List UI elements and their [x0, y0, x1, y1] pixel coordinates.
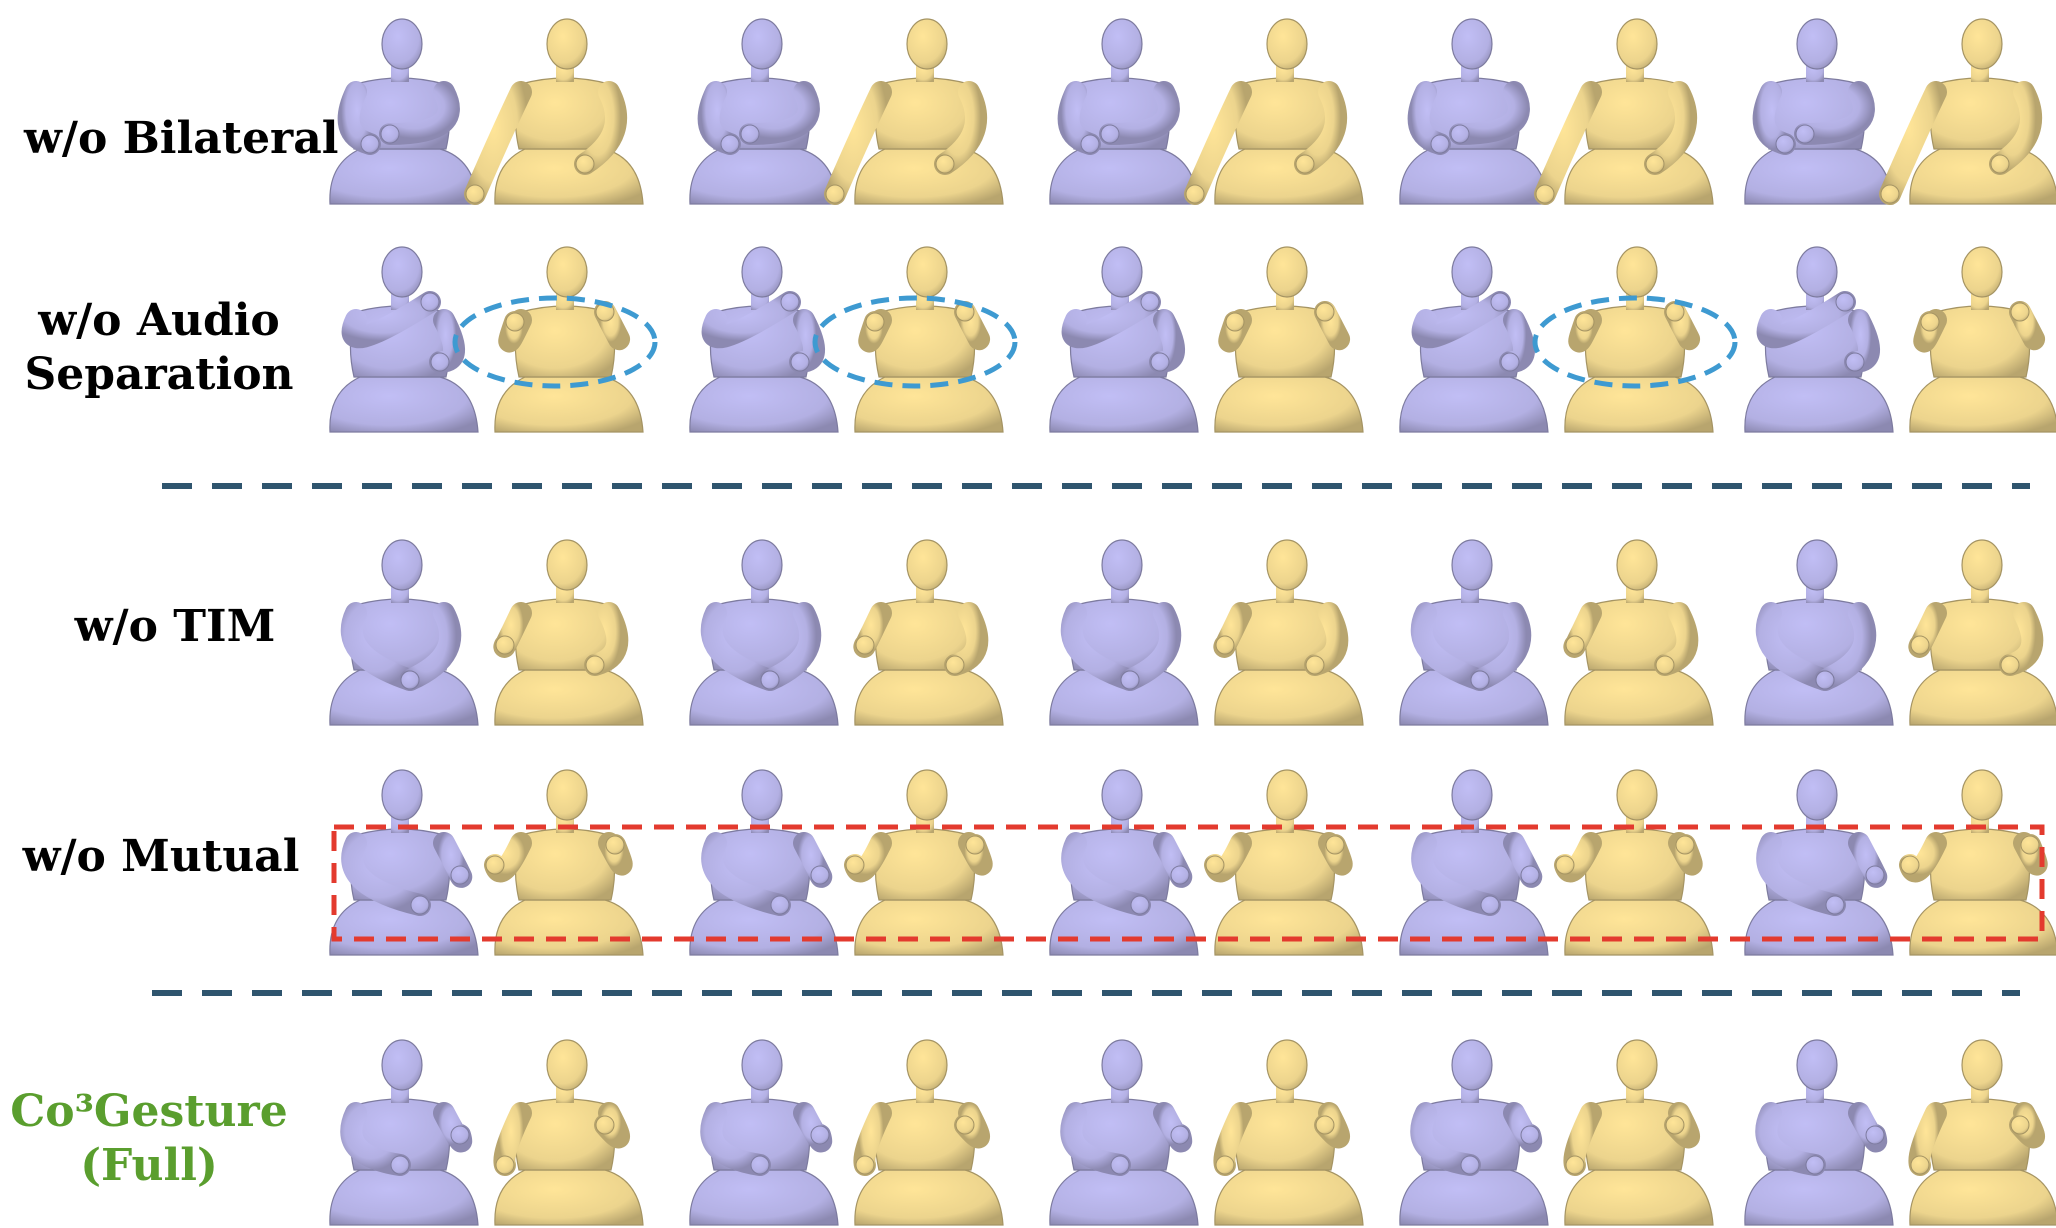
avatar-figure: [464, 18, 644, 205]
avatar-figure: [1049, 539, 1199, 726]
figure-pair: [1399, 246, 1714, 433]
avatar-figure: [484, 769, 644, 956]
figure-pair: [1399, 1039, 1714, 1226]
row-label-line: Co³Gesture: [10, 1086, 288, 1137]
row-label-line: w/o Audio: [38, 295, 280, 346]
figure-pair: [1049, 769, 1364, 956]
avatar-figure: [494, 246, 644, 433]
figure-pair: [689, 769, 1004, 956]
avatar-figure: [1049, 246, 1199, 433]
avatar-figure: [1879, 18, 2056, 205]
avatar-figure: [1049, 1039, 1199, 1226]
row-label-line: Separation: [24, 349, 294, 400]
avatar-figure: [1744, 246, 1894, 433]
avatar-figure: [1213, 1039, 1364, 1226]
row-label-full-model: Co³Gesture (Full): [4, 1085, 294, 1193]
figure-pair: [329, 18, 644, 205]
figure-pair: [329, 1039, 644, 1226]
figure-pair: [1744, 18, 2056, 205]
figure-pair: [1399, 18, 1714, 205]
row-label-bilateral: w/o Bilateral: [24, 112, 339, 166]
row-label-line: (Full): [80, 1140, 218, 1191]
figure-pair: [329, 246, 644, 433]
row-label-line: w/o TIM: [74, 601, 276, 652]
avatar-figure: [853, 1039, 1004, 1226]
figure-pair: [1399, 769, 1714, 956]
figure-row: [329, 539, 2056, 726]
highlight-circle: [1532, 295, 1738, 389]
figure-pair: [1049, 1039, 1364, 1226]
figure-pair: [1744, 769, 2056, 956]
figure-row: [329, 246, 2056, 433]
row-label-mutual: w/o Mutual: [16, 830, 306, 884]
avatar-figure: [1744, 539, 1894, 726]
avatar-figure: [1399, 769, 1549, 956]
avatar-figure: [1399, 18, 1549, 205]
avatar-figure: [329, 18, 479, 205]
avatar-figure: [329, 1039, 479, 1226]
avatar-figure: [689, 1039, 839, 1226]
avatar-figure: [689, 18, 839, 205]
avatar-figure: [824, 18, 1004, 205]
figure-row: [329, 769, 2056, 956]
avatar-figure: [1399, 1039, 1549, 1226]
avatar-figure: [329, 246, 479, 433]
figure-row: [329, 18, 2056, 205]
figure-pair: [1744, 539, 2056, 726]
highlight-box: [331, 824, 2045, 942]
avatar-figure: [493, 1039, 644, 1226]
avatar-figure: [854, 246, 1004, 433]
avatar-figure: [1899, 769, 2056, 956]
avatar-figure: [1909, 246, 2056, 433]
figure-pair: [689, 18, 1004, 205]
avatar-figure: [1554, 769, 1714, 956]
avatar-figure: [844, 769, 1004, 956]
avatar-figure: [1399, 246, 1549, 433]
avatar-figure: [1214, 246, 1364, 433]
avatar-figure: [329, 769, 479, 956]
avatar-figure: [493, 539, 644, 726]
avatar-figure: [1563, 539, 1714, 726]
avatar-figure: [689, 539, 839, 726]
avatar-figure: [1908, 539, 2056, 726]
avatar-figure: [1744, 1039, 1894, 1226]
highlight-circle: [452, 295, 658, 389]
avatar-figure: [1908, 1039, 2056, 1226]
figure-pair: [689, 246, 1004, 433]
avatar-figure: [1184, 18, 1364, 205]
figure-pair: [689, 539, 1004, 726]
avatar-figure: [1534, 18, 1714, 205]
avatar-figure: [689, 769, 839, 956]
row-label-line: w/o Mutual: [22, 831, 300, 882]
row-label-audio-separation: w/o Audio Separation: [14, 294, 304, 402]
figure-pair: [1744, 1039, 2056, 1226]
figure-pair: [1049, 539, 1364, 726]
avatar-figure: [1744, 769, 1894, 956]
avatar-figure: [689, 246, 839, 433]
avatar-figure: [1049, 18, 1199, 205]
row-label-tim: w/o TIM: [30, 600, 320, 654]
avatar-figure: [1564, 246, 1714, 433]
avatar-figure: [329, 539, 479, 726]
figure-pair: [329, 539, 644, 726]
figure-pair: [329, 769, 644, 956]
avatar-figure: [1399, 539, 1549, 726]
figure-pair: [689, 1039, 1004, 1226]
avatar-figure: [1213, 539, 1364, 726]
highlight-circle: [812, 295, 1018, 389]
figure-pair: [1744, 246, 2056, 433]
figure-pair: [1049, 18, 1364, 205]
avatar-figure: [1049, 769, 1199, 956]
row-label-line: w/o Bilateral: [24, 113, 339, 164]
avatar-figure: [1204, 769, 1364, 956]
avatar-figure: [1563, 1039, 1714, 1226]
figure-pair: [1399, 539, 1714, 726]
avatar-figure: [853, 539, 1004, 726]
figure-row: [329, 1039, 2056, 1226]
avatar-figure: [1744, 18, 1894, 205]
figure-pair: [1049, 246, 1364, 433]
